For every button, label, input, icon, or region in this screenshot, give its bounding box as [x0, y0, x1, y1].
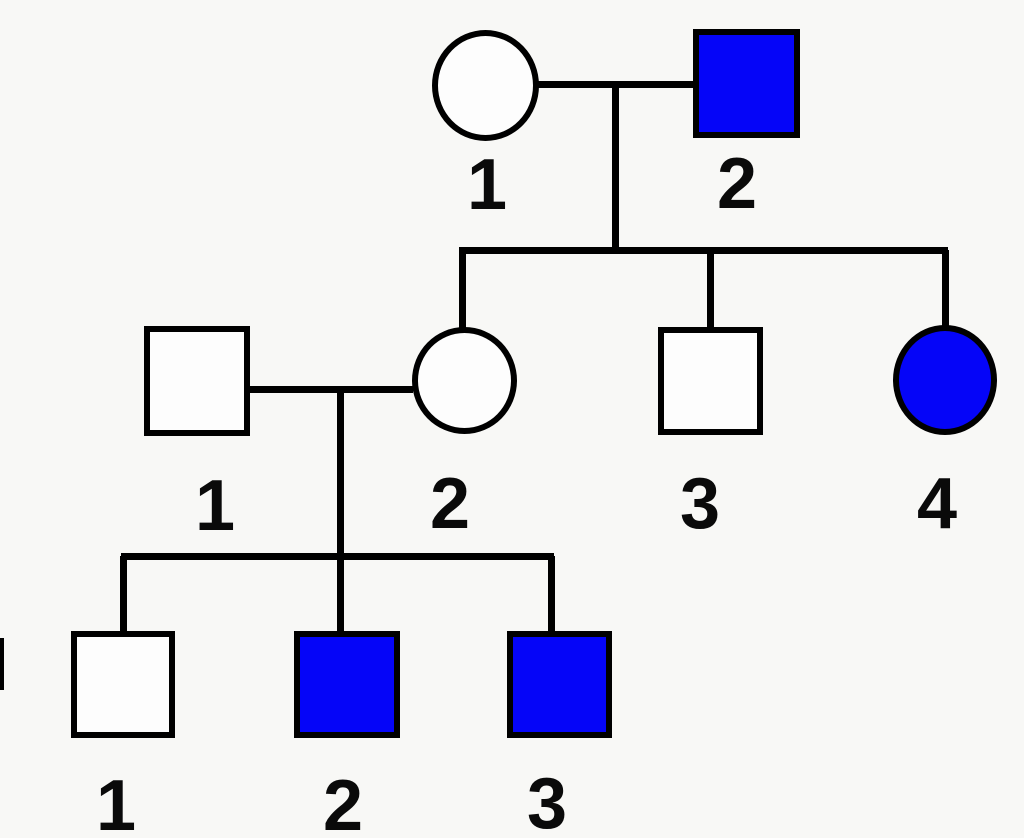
individual-III-3-label: 3 — [526, 764, 568, 838]
gen1-descent-line — [611, 84, 619, 254]
individual-I-1-label: 1 — [466, 145, 508, 225]
individual-I-2-square — [693, 29, 800, 138]
gen2-drop-individual-3 — [706, 250, 714, 330]
gen2-couple-line — [250, 385, 413, 393]
gen3-sibship-line — [121, 552, 554, 560]
individual-I-2-label: 2 — [716, 144, 758, 224]
individual-III-1-label: 1 — [95, 766, 137, 838]
individual-III-2-label: 2 — [322, 766, 364, 838]
individual-II-2-circle — [412, 327, 517, 434]
individual-II-4-label: 4 — [916, 464, 958, 544]
gen2-drop-individual-2 — [458, 250, 466, 330]
left-edge-mark — [0, 638, 4, 690]
individual-II-2-label: 2 — [429, 464, 471, 544]
gen2-drop-individual-4 — [941, 250, 949, 330]
individual-I-1-circle — [432, 30, 539, 141]
individual-II-1-label: 1 — [194, 466, 236, 546]
gen3-drop-individual-1 — [119, 556, 127, 633]
gen2-sibship-line — [459, 246, 948, 254]
gen3-drop-individual-3 — [547, 556, 555, 633]
individual-II-3-square — [658, 327, 763, 435]
individual-II-4-circle — [893, 325, 997, 435]
gen2-descent-line — [336, 389, 344, 633]
individual-II-1-square — [144, 326, 250, 436]
individual-III-3-square — [507, 631, 612, 738]
individual-II-3-label: 3 — [679, 464, 721, 544]
individual-III-2-square — [294, 631, 400, 738]
individual-III-1-square — [71, 631, 175, 738]
